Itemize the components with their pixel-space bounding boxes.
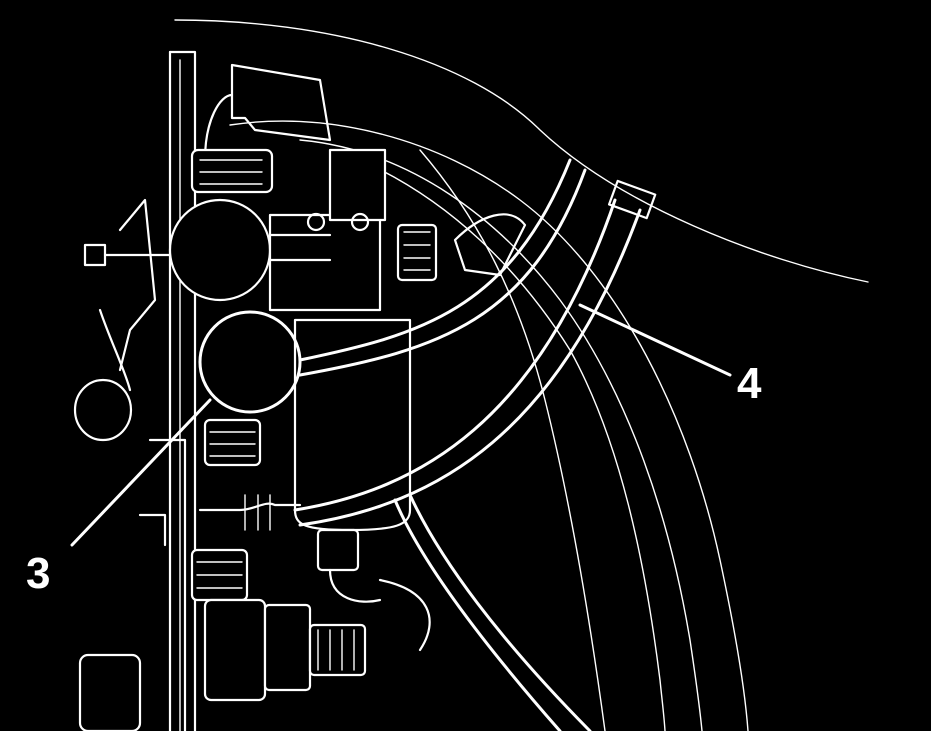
frame-rail xyxy=(168,50,197,731)
choke-lever xyxy=(73,198,172,442)
highlight-circle xyxy=(198,310,302,414)
callout-4-leader xyxy=(578,303,732,377)
carburetor-body xyxy=(168,148,438,312)
callout-3-leader xyxy=(70,398,212,547)
vent-hoses xyxy=(293,158,657,731)
callout-4-group: 4 xyxy=(578,303,762,408)
float-bowl xyxy=(293,318,412,603)
intake-boot xyxy=(203,63,332,162)
callout-3-group: 3 xyxy=(26,310,302,598)
callout-3-label: 3 xyxy=(26,549,50,598)
lower-fittings xyxy=(78,418,431,731)
callout-4-label: 4 xyxy=(737,359,762,408)
